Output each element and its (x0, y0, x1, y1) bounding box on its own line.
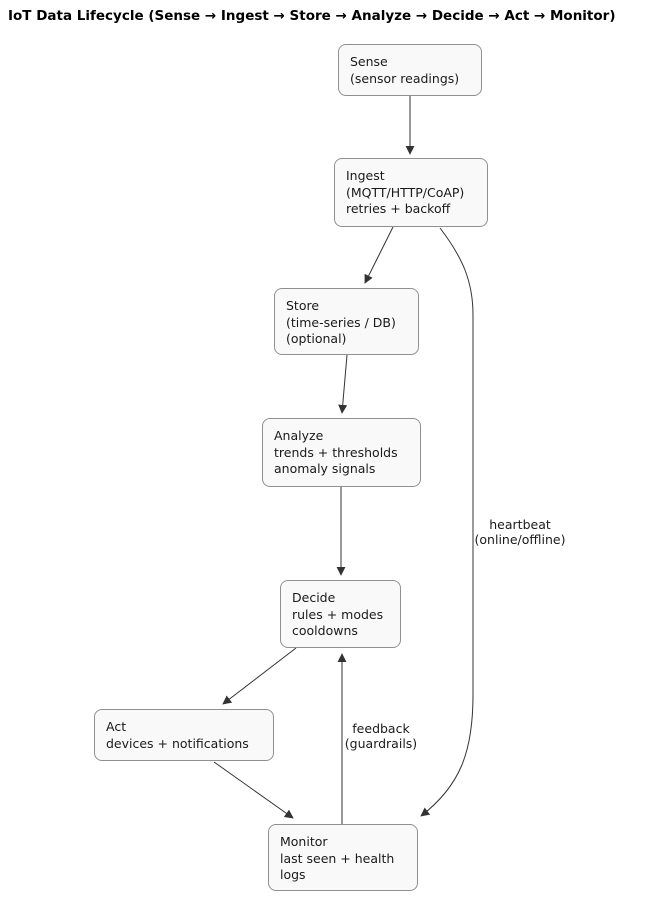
node-decide-title: Decide (292, 590, 336, 605)
node-act-detail: devices + notifications (106, 735, 249, 751)
node-ingest-detail: retries + backoff (346, 201, 451, 216)
node-analyze-title: Analyze (274, 428, 324, 443)
node-ingest: Ingest (MQTT/HTTP/CoAP) retries + backof… (334, 158, 488, 227)
node-store-detail: (time-series / DB) (286, 314, 396, 330)
node-store: Store (time-series / DB) (optional) (274, 288, 419, 355)
node-monitor: Monitor last seen + health logs (268, 824, 418, 891)
node-ingest-detail: (MQTT/HTTP/CoAP) (346, 184, 465, 200)
node-decide-detail: rules + modes (292, 606, 384, 622)
node-act: Act devices + notifications (94, 709, 274, 761)
edge-ingest-to-monitor-heartbeat (420, 227, 474, 817)
node-act-title: Act (106, 719, 127, 734)
edge-label-feedback-line2: (guardrails) (344, 735, 418, 751)
node-decide: Decide rules + modes cooldowns (280, 580, 401, 648)
edge-label-feedback-line1: feedback (352, 721, 410, 736)
node-sense-title: Sense (350, 54, 388, 69)
node-decide-detail: cooldowns (292, 623, 358, 638)
node-analyze-detail: anomaly signals (274, 461, 376, 476)
node-monitor-detail: logs (280, 867, 306, 882)
node-ingest-title: Ingest (346, 168, 385, 183)
node-analyze: Analyze trends + thresholds anomaly sign… (262, 418, 421, 487)
edge-act-to-monitor (213, 761, 294, 819)
node-monitor-title: Monitor (280, 834, 328, 849)
edge-label-feedback: feedback (guardrails) (338, 721, 424, 751)
node-analyze-detail: trends + thresholds (274, 444, 398, 460)
node-sense: Sense (sensor readings) (338, 44, 482, 96)
edge-label-heartbeat: heartbeat (online/offline) (468, 517, 572, 547)
edge-label-heartbeat-line2: (online/offline) (474, 531, 566, 547)
edge-label-heartbeat-line1: heartbeat (489, 517, 551, 532)
node-monitor-detail: last seen + health (280, 850, 395, 866)
edge-decide-to-act (222, 647, 297, 705)
edge-ingest-to-store (364, 226, 394, 284)
node-store-title: Store (286, 298, 320, 313)
diagram-title: IoT Data Lifecycle (Sense → Ingest → Sto… (8, 8, 616, 24)
edge-store-to-analyze (338, 354, 348, 414)
node-store-detail: (optional) (286, 331, 347, 346)
node-sense-detail: (sensor readings) (350, 70, 460, 86)
